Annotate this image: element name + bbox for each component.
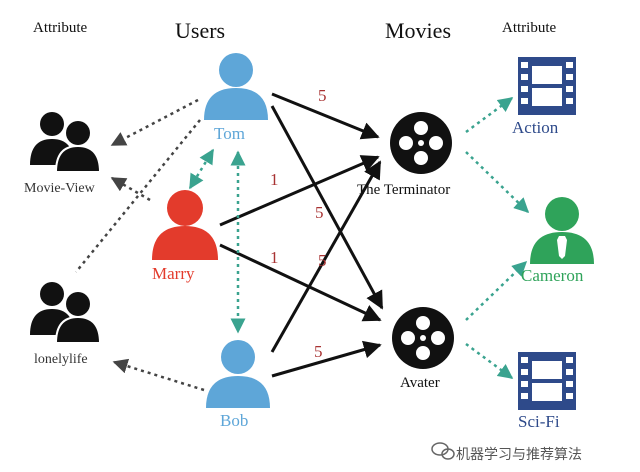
weight-tom-terminator: 5 xyxy=(318,86,327,105)
weight-marry-terminator: 1 xyxy=(270,170,279,189)
user-attribute-edges xyxy=(75,98,205,392)
edge-marry-terminator xyxy=(219,155,380,227)
edge-terminator-action xyxy=(465,96,514,134)
weight-marry-avater: 1 xyxy=(270,248,279,267)
attribute-header-left: Attribute xyxy=(33,20,88,36)
movie-attribute-edges xyxy=(465,96,530,380)
user-icon-marry xyxy=(152,190,218,260)
edge-tom-lonelylife xyxy=(75,119,201,273)
users-header: Users xyxy=(175,18,226,43)
user-icon-tom xyxy=(204,53,268,120)
weight-bob-avater: 5 xyxy=(314,342,323,361)
user-label-marry: Marry xyxy=(152,264,195,283)
group-icon-movieview xyxy=(30,112,102,173)
edge-bob-avater xyxy=(271,340,382,378)
group-icon-lonelylife xyxy=(30,282,102,344)
film-reel-icon-avater xyxy=(392,307,454,369)
weight-tom-avater: 5 xyxy=(315,203,324,222)
edge-tom-terminator xyxy=(271,92,380,140)
user-label-bob: Bob xyxy=(220,411,249,430)
watermark-text: 机器学习与推荐算法 xyxy=(456,447,582,463)
user-icon-bob xyxy=(206,340,270,408)
attribute-label-cameron: Cameron xyxy=(521,266,584,285)
attribute-label-action: Action xyxy=(512,118,559,137)
edge-tom-marry xyxy=(188,148,215,190)
movies-header: Movies xyxy=(385,18,451,43)
attribute-label-movie-view: Movie-View xyxy=(24,181,95,196)
attribute-label-lonelylife: lonelylife xyxy=(34,352,88,367)
edge-tom-avater xyxy=(270,105,384,310)
movie-label-terminator: The Terminator xyxy=(357,182,451,198)
user-similarity-edges xyxy=(188,148,246,334)
edge-terminator-cameron xyxy=(465,151,530,214)
edge-bob-lonelylife xyxy=(112,358,205,392)
attribute-label-scifi: Sci-Fi xyxy=(518,412,560,431)
user-label-tom: Tom xyxy=(214,124,245,143)
edge-tom-movieview xyxy=(110,98,199,147)
edge-marry-avater xyxy=(219,243,382,322)
weight-bob-terminator: 5 xyxy=(318,251,327,270)
film-strip-icon-action xyxy=(518,57,576,115)
film-reel-icon-terminator xyxy=(390,112,452,174)
edge-bob-terminator xyxy=(270,160,382,353)
edge-avater-scifi xyxy=(465,342,514,380)
edge-marry-movieview xyxy=(110,176,151,202)
rating-edges xyxy=(219,92,384,378)
person-tie-icon-cameron xyxy=(530,197,594,264)
movie-label-avater: Avater xyxy=(400,375,440,391)
film-strip-icon-scifi xyxy=(518,352,576,410)
wechat-icon xyxy=(431,442,455,460)
attribute-header-right: Attribute xyxy=(502,20,557,36)
edge-avater-cameron xyxy=(465,260,528,321)
